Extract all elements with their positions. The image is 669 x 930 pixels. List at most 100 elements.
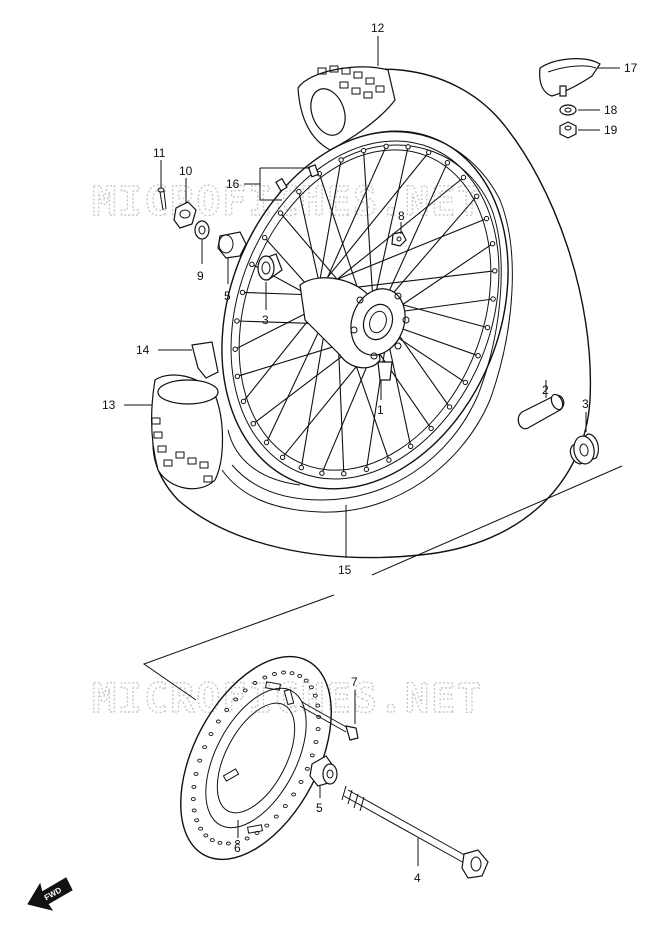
callout-14: 14 [136, 343, 150, 357]
spoke-nipple [408, 443, 414, 449]
callout-12: 12 [371, 21, 385, 35]
axle [341, 785, 489, 879]
disc-hole [289, 671, 295, 676]
callout-17: 17 [624, 61, 638, 75]
disc-hole [312, 693, 318, 698]
spoke-nipple [386, 457, 392, 463]
spoke-nipple [475, 353, 481, 359]
disc-hole [197, 758, 203, 763]
callout-4: 4 [414, 871, 421, 885]
disc-hole [281, 670, 287, 675]
callout-5-lower: 5 [316, 801, 323, 815]
callout-10: 10 [179, 164, 193, 178]
spoke-nipple [492, 268, 498, 274]
castle-nut [173, 201, 197, 229]
hub [299, 277, 410, 381]
spoke-nipple [232, 346, 238, 352]
tire-section-left [150, 374, 224, 490]
disc-holes [190, 670, 322, 846]
disc-bolt [299, 701, 359, 741]
disc-hole [203, 833, 209, 838]
spoke-nipple [338, 157, 344, 163]
collar-lower [309, 755, 338, 787]
spoke-nipple [263, 439, 270, 446]
disc-hole [273, 814, 279, 819]
bearing-upper [257, 253, 283, 281]
spoke-nipple [489, 241, 496, 247]
spoke-nipple [277, 210, 284, 216]
spoke-nipple [426, 149, 432, 156]
callout-1: 1 [377, 403, 384, 417]
callout-15: 15 [338, 563, 352, 577]
spacer [517, 393, 565, 430]
disc-hole [316, 714, 322, 719]
rim-tape [191, 341, 219, 379]
spoke [327, 152, 430, 278]
disc-hole [291, 792, 297, 797]
spoke [363, 150, 374, 306]
spoke-nipple [484, 324, 491, 331]
spoke [336, 218, 487, 280]
spoke [298, 191, 320, 284]
spoke [391, 324, 450, 408]
disc-hole [282, 804, 288, 809]
disc-hole [215, 719, 221, 724]
spoke-nipple [341, 471, 347, 477]
washer-18 [559, 104, 577, 116]
spoke-nipple [360, 147, 367, 154]
spoke-nipples [275, 164, 320, 192]
disc-hole [190, 797, 196, 802]
callout-3-right: 3 [582, 397, 589, 411]
axis-lines [142, 465, 623, 701]
disc-hole [198, 826, 204, 831]
disc-hole [304, 766, 310, 771]
spoke [318, 159, 342, 284]
disc-hole [303, 678, 309, 683]
disc-hole [224, 707, 230, 712]
disc-hole [208, 732, 214, 737]
disc-hole [217, 840, 223, 845]
spoke [390, 298, 494, 314]
spoke-nipple [296, 188, 302, 195]
nut-8 [391, 231, 407, 247]
callout-18: 18 [604, 103, 618, 117]
spoke-nipple [483, 215, 490, 222]
disc-hole [242, 688, 248, 693]
disc-hole [264, 823, 270, 828]
disc-hole [225, 841, 231, 846]
disc-hole [202, 745, 208, 750]
rim-lock [539, 58, 601, 97]
spoke [365, 335, 388, 470]
disc-hole [262, 675, 268, 680]
callout-6: 6 [234, 841, 241, 855]
disc-hole [272, 672, 277, 676]
watermark-bottom: MICROFICHES.NET [92, 676, 483, 722]
callout-3-upper: 3 [262, 313, 269, 327]
spoke-nipple [462, 379, 468, 386]
spoke-nipple [490, 296, 496, 302]
spoke-nipple [298, 464, 304, 471]
nut-19 [559, 121, 577, 139]
callout-9: 9 [197, 269, 204, 283]
disc-hole [298, 779, 304, 784]
brake-disc [180, 655, 332, 861]
spoke [386, 335, 412, 447]
spoke [343, 270, 495, 290]
spoke-nipple [249, 261, 255, 267]
disc-hole [252, 681, 258, 685]
disc-hole [209, 838, 215, 843]
spoke-nipple [240, 398, 247, 405]
spoke [336, 177, 464, 280]
spoke-nipple [405, 144, 411, 150]
spoke [391, 324, 479, 357]
washer-9 [194, 220, 210, 240]
spoke-nipple [363, 466, 370, 473]
spoke-nipple [239, 289, 246, 296]
spoke-nipple [446, 404, 453, 410]
disc-hole [315, 727, 321, 732]
bearing-right [569, 433, 600, 465]
spoke-nipple [279, 454, 286, 460]
disc-hole [315, 703, 321, 708]
callout-19: 19 [604, 123, 618, 137]
